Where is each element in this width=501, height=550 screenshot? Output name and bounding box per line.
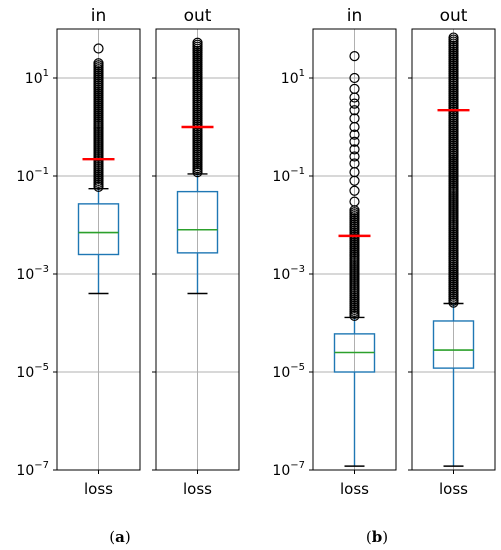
iqr-box: [432, 320, 475, 369]
flier-point: [349, 72, 360, 84]
flier-point: [349, 185, 360, 196]
subfigure-caption: (a): [109, 528, 130, 546]
flier-point: [349, 83, 360, 94]
x-tick-label: loss: [340, 480, 369, 498]
flier-point: [349, 158, 360, 169]
panel-title: in: [91, 6, 107, 26]
y-tick-label: 10−7: [272, 460, 305, 479]
flier-point: [349, 105, 360, 116]
flier-point: [192, 37, 203, 48]
y-tick-label: 10−3: [272, 264, 305, 283]
flier-point: [349, 129, 360, 140]
flier-point: [349, 196, 360, 207]
y-tick-label: 101: [25, 68, 49, 87]
y-tick-label: 10−3: [16, 264, 49, 283]
x-tick-label: loss: [84, 480, 113, 498]
y-tick-label: 10−7: [16, 460, 49, 479]
flier-point: [349, 98, 360, 109]
panel-title: out: [184, 6, 212, 26]
flier-point: [448, 32, 459, 43]
boxplot-panel-out: out loss: [152, 6, 240, 498]
y-tick-label: 10−1: [16, 166, 49, 185]
y-tick-label: 10−1: [272, 166, 305, 185]
flier-point: [93, 43, 104, 54]
flier-point: [349, 144, 360, 155]
panel-title: in: [347, 6, 363, 26]
subfigure-caption: (b): [366, 528, 388, 546]
flier-point: [349, 113, 360, 124]
flier-point: [93, 58, 104, 69]
iqr-box: [176, 190, 219, 254]
boxplot-panel-in: in loss: [309, 6, 397, 498]
boxplot-panel-in: in loss: [53, 6, 141, 498]
y-tick-label: 10−5: [16, 362, 49, 381]
flier-point: [349, 50, 360, 62]
panel-title: out: [440, 6, 468, 26]
flier-point: [349, 151, 360, 162]
flier-point: [349, 136, 360, 147]
y-tick-label: 101: [281, 68, 305, 87]
x-tick-label: loss: [439, 480, 468, 498]
boxplot-panel-out: out loss: [408, 6, 496, 498]
iqr-box: [77, 203, 120, 256]
x-tick-label: loss: [183, 480, 212, 498]
y-tick-label: 10−5: [272, 362, 305, 381]
